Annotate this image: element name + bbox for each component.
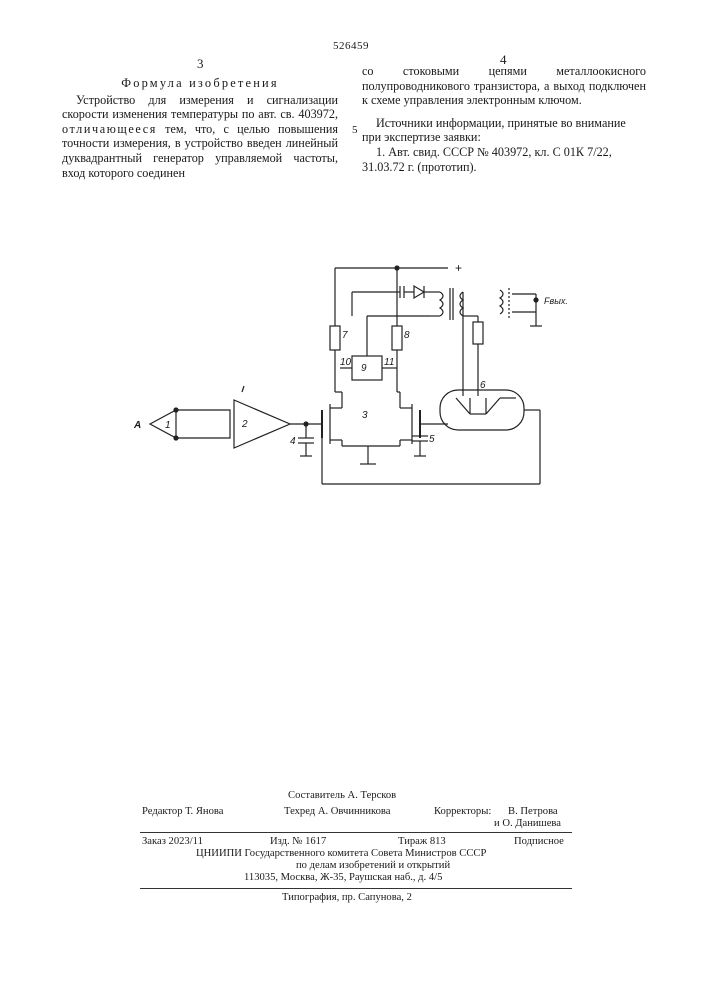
resistor-8 <box>392 326 402 350</box>
imprint-techred: Техред А. Овчинникова <box>284 806 391 818</box>
label-9: 9 <box>361 363 367 374</box>
label-6: 6 <box>480 380 486 391</box>
diode-shape <box>414 286 424 298</box>
amp-tick-mark <box>242 386 244 392</box>
imprint-correctors-label: Корректоры: <box>434 806 491 818</box>
imprint-printer: Типография, пр. Сапунова, 2 <box>282 892 412 904</box>
switch-transistor-a <box>456 398 470 414</box>
label-2: 2 <box>241 419 248 430</box>
imprint-edition: Изд. № 1617 <box>270 836 326 848</box>
cap4-node <box>304 422 308 426</box>
label-4: 4 <box>290 436 296 447</box>
switch-6-envelope <box>440 390 524 430</box>
output-node <box>534 298 538 302</box>
imprint-address: 113035, Москва, Ж-35, Раушская наб., д. … <box>244 872 442 884</box>
imprint-compiler: Составитель А. Терсков <box>288 790 396 802</box>
supply-node <box>395 266 399 270</box>
label-7: 7 <box>342 330 348 341</box>
label-11: 11 <box>384 357 394 368</box>
imprint-order: Заказ 2023/11 <box>142 836 203 848</box>
imprint-editor: Редактор Т. Янова <box>142 806 223 818</box>
imprint-org-2: по делам изобретений и открытий <box>296 860 450 872</box>
resistor-switch <box>473 322 483 344</box>
label-3: 3 <box>362 410 368 421</box>
circuit-diagram: A 1 2 3 4 5 6 7 8 9 10 11 + Fвых. <box>0 0 707 520</box>
imprint-subscription: Подписное <box>514 836 564 848</box>
label-plus: + <box>455 261 462 275</box>
label-8: 8 <box>404 330 410 341</box>
resistor-7 <box>330 326 340 350</box>
imprint-circulation: Тираж 813 <box>398 836 446 848</box>
imprint-corrector-1: В. Петрова <box>508 806 558 818</box>
transformer-primary <box>440 292 443 316</box>
label-1: 1 <box>165 420 171 431</box>
label-5: 5 <box>429 434 435 445</box>
sensor-node-top <box>174 408 178 412</box>
imprint-divider-1 <box>140 832 572 833</box>
imprint-divider-2 <box>140 888 572 889</box>
output-coil <box>500 290 503 314</box>
switch-transistor-b <box>486 398 500 414</box>
block-9 <box>352 356 382 380</box>
label-10: 10 <box>340 357 352 368</box>
sensor-node-bottom <box>174 436 178 440</box>
imprint-corrector-2: и О. Данишева <box>494 818 561 830</box>
label-output: Fвых. <box>544 296 568 306</box>
sensor-1-shape <box>150 410 230 438</box>
imprint-org-1: ЦНИИПИ Государственного комитета Совета … <box>196 848 486 860</box>
label-input-a: A <box>133 420 141 431</box>
